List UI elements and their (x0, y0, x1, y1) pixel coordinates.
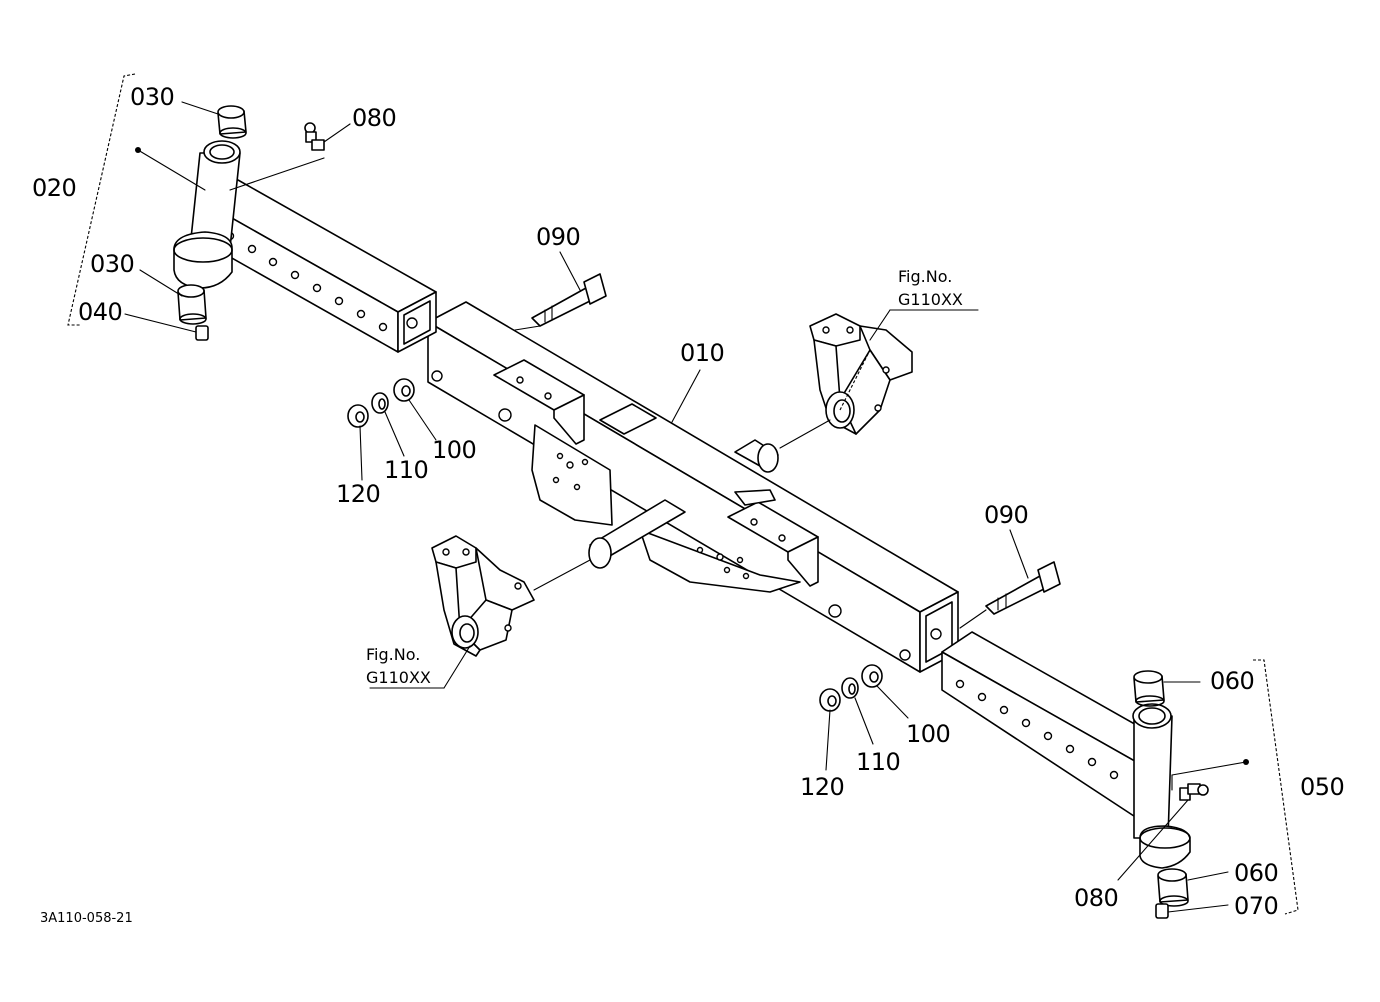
label-060-bottom: 060 (1234, 859, 1278, 887)
label-030-bottom: 030 (90, 250, 134, 278)
fig-ref-left-line1: Fig.No. (366, 645, 420, 664)
bolt-090-right (959, 529, 1061, 629)
left-axle-extension (135, 140, 437, 353)
label-100-right: 100 (906, 720, 950, 748)
label-070: 070 (1234, 892, 1278, 920)
bushing-030-top (181, 101, 247, 139)
main-axle-beam (427, 301, 959, 673)
label-120-left: 120 (336, 480, 380, 508)
label-120-right: 120 (800, 773, 844, 801)
label-090-top: 090 (536, 223, 580, 251)
drawing-code: 3A110-058-21 (40, 911, 133, 926)
fastener-group-right (819, 664, 909, 771)
label-060-top: 060 (1210, 667, 1254, 695)
bushing-030-bottom (139, 269, 207, 325)
label-100-left: 100 (432, 436, 476, 464)
label-080-top: 080 (352, 104, 396, 132)
bushing-060-top (1133, 670, 1201, 707)
label-020: 020 (32, 174, 76, 202)
callout-labels: 010 020 030 030 040 080 090 100 110 120 … (32, 83, 1345, 926)
bushing-060-bottom (1157, 868, 1229, 907)
grease-nipple-080-right (1117, 783, 1209, 881)
label-110-right: 110 (856, 748, 900, 776)
label-110-left: 110 (384, 456, 428, 484)
label-040: 040 (78, 298, 122, 326)
label-080-right: 080 (1074, 884, 1118, 912)
group-bracket-020 (67, 73, 136, 326)
fig-ref-right-line2: G110XX (898, 290, 963, 309)
label-050: 050 (1300, 773, 1344, 801)
grease-fitting-070 (1155, 903, 1229, 919)
grease-fitting-040 (124, 313, 209, 341)
grease-nipple-080-top (304, 122, 351, 151)
label-010: 010 (680, 339, 724, 367)
label-030-top: 030 (130, 83, 174, 111)
fastener-group-left (347, 378, 437, 481)
right-axle-extension (941, 631, 1249, 869)
front-mount-bracket-right (779, 309, 979, 449)
front-mount-bracket-left (369, 535, 591, 689)
fig-ref-left-line2: G110XX (366, 668, 431, 687)
fig-ref-right-line1: Fig.No. (898, 267, 952, 286)
label-090-right: 090 (984, 501, 1028, 529)
group-bracket-050 (1253, 659, 1299, 915)
bolt-090-top (514, 251, 607, 331)
